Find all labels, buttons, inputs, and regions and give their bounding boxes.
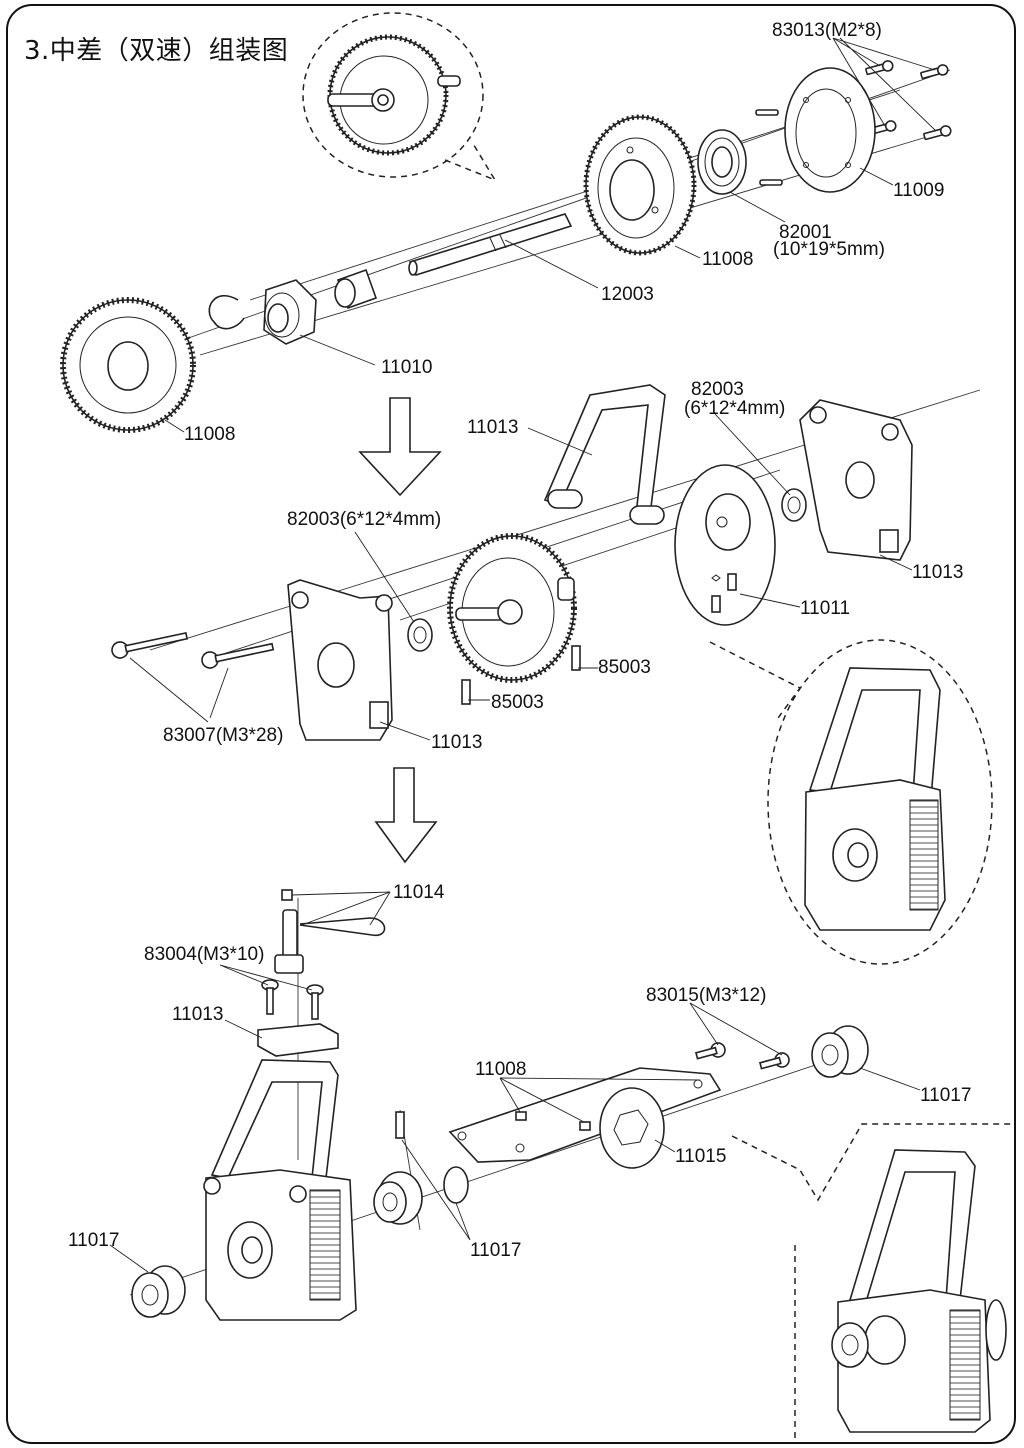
snap-ring-icon	[208, 294, 245, 330]
page-frame	[6, 4, 1016, 1444]
label-83007: 83007(M3*28)	[163, 725, 283, 746]
label-11017-mid: 11017	[470, 1240, 521, 1261]
label-82001: 82001	[779, 222, 832, 243]
housing-11013-mid	[287, 579, 393, 741]
label-11008-left: 11008	[184, 424, 235, 445]
label-11008-top: 11008	[702, 249, 753, 270]
label-11014: 11014	[393, 882, 445, 903]
bearing-82001	[697, 129, 747, 195]
screw-83013-group	[865, 60, 952, 141]
pin-icon	[759, 179, 783, 186]
pin-icon	[755, 109, 779, 116]
screw-83007-group	[111, 631, 275, 669]
coupler-11017-left	[131, 1265, 186, 1318]
detail-inset-final-assembly	[731, 1123, 1014, 1440]
label-82003-top: 82003	[691, 379, 744, 400]
spacer-icon	[334, 268, 378, 310]
bracket-11008-lower	[448, 1067, 722, 1163]
hex-disc-11015	[599, 1087, 665, 1169]
coupler-11017-right	[811, 1025, 869, 1078]
label-11011: 11011	[800, 598, 850, 619]
hub-11010	[263, 279, 317, 345]
label-11013-mid: 11013	[431, 732, 482, 753]
label-11008-lower: 11008	[475, 1059, 526, 1080]
housing-assembly-lower	[203, 1059, 357, 1321]
label-82001-size: (10*19*5mm)	[773, 239, 885, 260]
label-11010: 11010	[381, 357, 432, 378]
detail-bubble-gear-assembly	[302, 12, 497, 182]
coupler-11017-mid	[373, 1111, 469, 1225]
handle-11013	[543, 384, 666, 525]
set-screw-icon	[515, 1111, 527, 1121]
label-83004: 83004(M3*10)	[144, 944, 264, 965]
label-82003-mid: 82003(6*12*4mm)	[287, 509, 441, 530]
pin-85003-right	[571, 645, 581, 671]
label-11017-left: 11017	[68, 1230, 119, 1251]
label-11013-right: 11013	[912, 562, 963, 583]
plate-11013-lower	[257, 1023, 339, 1057]
label-83015: 83015(M3*12)	[646, 985, 766, 1006]
label-85003-right: 85003	[598, 657, 651, 678]
label-11015: 11015	[675, 1146, 726, 1167]
bearing-82003-mid	[407, 618, 433, 652]
down-arrow-icon	[358, 397, 442, 497]
label-12003: 12003	[601, 284, 654, 305]
screw-83004-group	[261, 979, 324, 1020]
screw-83015-group	[694, 1042, 790, 1070]
bearing-82003-top	[781, 488, 807, 522]
label-11013-lower: 11013	[172, 1004, 223, 1025]
plate-11009	[784, 67, 876, 193]
shaft-12003	[408, 213, 573, 276]
pin-85003-left	[461, 679, 471, 705]
gear-11008-top	[583, 114, 697, 256]
page-title: 3.中差（双速）组装图	[24, 36, 289, 66]
down-arrow-icon	[374, 767, 438, 864]
label-83013: 83013(M2*8)	[772, 20, 882, 41]
label-11009: 11009	[893, 180, 944, 201]
label-82003-top-size: (6*12*4mm)	[684, 398, 785, 419]
housing-11013-right	[799, 399, 913, 561]
label-11013-handle: 11013	[467, 417, 518, 438]
detail-bubble-housing-assembled	[709, 639, 993, 965]
set-screw-icon	[579, 1121, 591, 1131]
gear-11008-left	[60, 297, 196, 433]
linkage-11014	[274, 889, 386, 974]
label-85003-left: 85003	[491, 692, 544, 713]
disc-11011	[674, 464, 776, 626]
spur-gear-with-shaft	[447, 533, 577, 683]
label-11017-right: 11017	[920, 1085, 971, 1106]
